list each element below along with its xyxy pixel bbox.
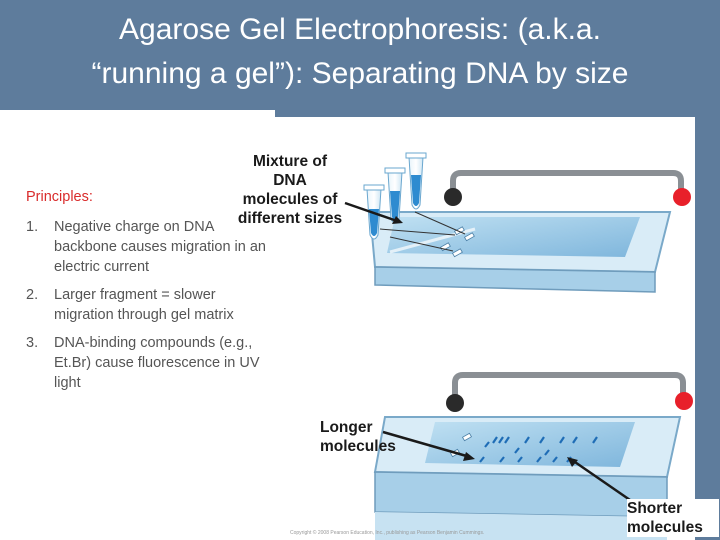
- principles-heading: Principles:: [26, 189, 93, 205]
- copyright-notice: Copyright © 2008 Pearson Education, Inc.…: [290, 530, 485, 536]
- left-divider: [18, 120, 19, 530]
- gel-apparatus-running: [373, 372, 693, 540]
- shorter-molecules-label: Shorter molecules: [627, 499, 719, 537]
- positive-electrode-bottom: [675, 392, 693, 410]
- principle-text: Negative charge on DNA backbone causes m…: [54, 219, 266, 275]
- principle-item: 1. Negative charge on DNA backbone cause…: [26, 217, 276, 277]
- sample-tubes: [363, 152, 427, 240]
- title-line-2: “running a gel”): Separating DNA by size: [91, 57, 629, 90]
- gel-slab-bottom: [425, 422, 635, 467]
- principle-number: 2.: [26, 287, 39, 303]
- dna-bands: [479, 436, 598, 463]
- title-line-1: Agarose Gel Electrophoresis: (a.k.a.: [119, 13, 601, 46]
- principle-text: Larger fragment = slower migration throu…: [54, 287, 234, 323]
- principles-section: Principles: 1. Negative charge on DNA ba…: [26, 187, 276, 399]
- gel-box-base: [375, 512, 667, 540]
- shorter-arrow: [567, 457, 631, 502]
- principle-text: DNA-binding compounds (e.g., Et.Br) caus…: [54, 335, 260, 391]
- gel-reflection: [389, 227, 476, 254]
- principle-item: 2. Larger fragment = slower migration th…: [26, 285, 276, 325]
- mixture-arrow: [344, 201, 466, 252]
- wells-top: [439, 226, 475, 258]
- principles-list: 1. Negative charge on DNA backbone cause…: [26, 217, 276, 393]
- left-panel: [0, 110, 275, 540]
- positive-electrode-top: [673, 188, 691, 206]
- longer-arrow: [382, 430, 475, 461]
- principle-item: 3. DNA-binding compounds (e.g., Et.Br) c…: [26, 333, 276, 393]
- sample-tube: [405, 152, 427, 210]
- electrophoresis-figure: [275, 117, 695, 540]
- mixture-label: Mixture of DNA molecules of different si…: [237, 153, 343, 227]
- principle-number: 1.: [26, 219, 39, 235]
- longer-molecules-label: Longer molecules: [320, 419, 396, 455]
- gel-slab-top: [387, 217, 640, 257]
- slide-title: Agarose Gel Electrophoresis: (a.k.a. “ru…: [20, 8, 700, 96]
- gel-box-front-top: [374, 266, 656, 293]
- electrophoresis-illustration: [344, 152, 693, 540]
- negative-electrode-bottom: [446, 394, 464, 412]
- negative-electrode-top: [444, 188, 462, 206]
- principle-number: 3.: [26, 335, 39, 351]
- power-cable-top: [450, 170, 684, 199]
- power-cable-bottom: [452, 372, 686, 403]
